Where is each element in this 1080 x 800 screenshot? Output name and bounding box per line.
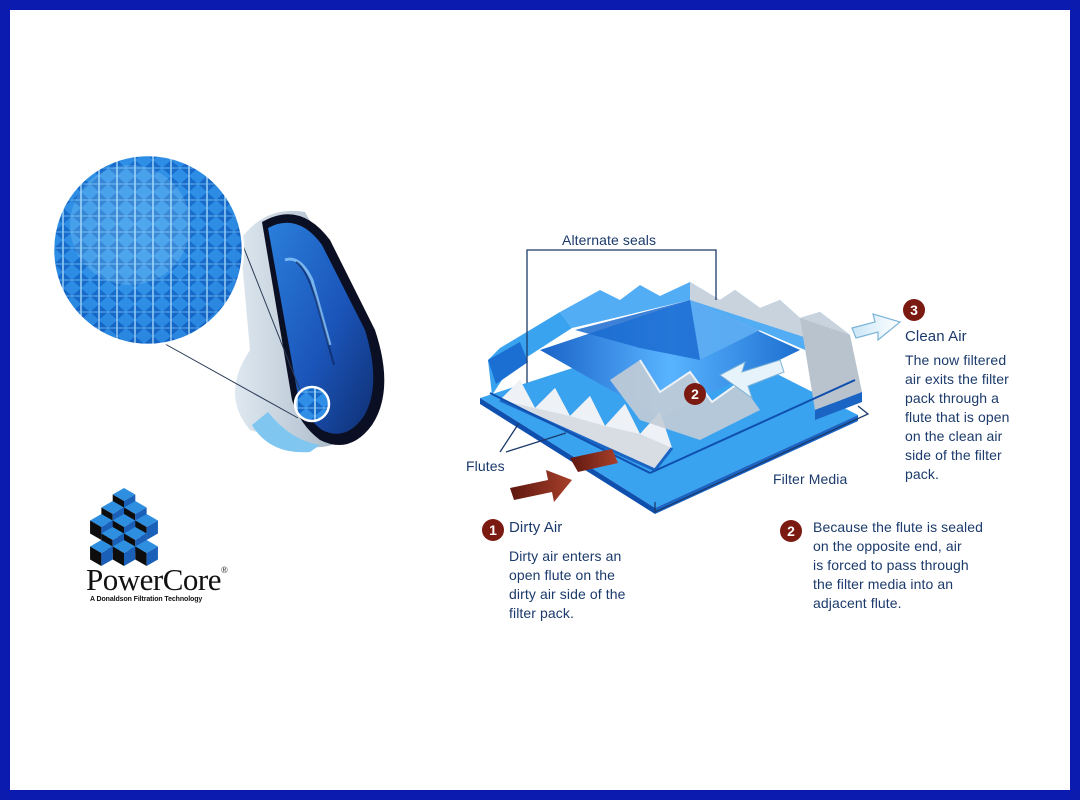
step-1-title: Dirty Air	[509, 519, 563, 536]
logo-cube-face	[135, 546, 147, 566]
step-1-badge: 1	[482, 519, 504, 541]
alternate-seals-label: Alternate seals	[562, 232, 657, 248]
clean-air-arrow-icon	[851, 313, 902, 342]
logo-cube-face	[90, 546, 102, 566]
logo-cube-face	[146, 520, 158, 540]
flute-pack-illustration	[480, 282, 862, 514]
logo-cube-face	[101, 546, 113, 566]
brand-name: PowerCore®	[86, 562, 228, 598]
step-3-text: The now filtered air exits the filter pa…	[905, 352, 1010, 482]
filter-media-label: Filter Media	[773, 471, 848, 487]
logo-cube-face	[124, 546, 136, 566]
step-3-title: Clean Air	[905, 328, 967, 345]
logo-cube-face	[90, 520, 102, 540]
filter-cylinder-illustration	[51, 153, 385, 453]
step-2-text: Because the flute is sealed on the oppos…	[813, 519, 984, 611]
registered-mark: ®	[220, 564, 228, 575]
brand-tagline: A Donaldson Filtration Technology	[90, 596, 203, 603]
diagram-step-marker: 2	[684, 383, 706, 405]
brand-name-text: PowerCore	[86, 562, 221, 597]
step-2-badge: 2	[780, 520, 802, 542]
flutes-label: Flutes	[466, 458, 505, 474]
powercore-logo-mark	[90, 488, 158, 566]
logo-cube-face	[112, 546, 124, 566]
step-1-text: Dirty air enters an open flute on the di…	[509, 548, 626, 621]
step-3-badge: 3	[903, 299, 925, 321]
callout-lines	[499, 249, 870, 514]
logo-cube-face	[146, 546, 158, 566]
dirty-air-arrow-icon	[510, 449, 618, 502]
